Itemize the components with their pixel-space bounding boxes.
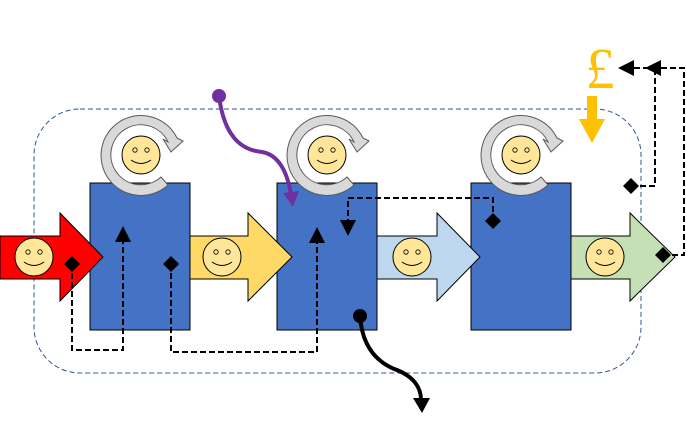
feedback-line-2 (163, 227, 325, 353)
output-flow-curve (358, 315, 423, 401)
smiley-face-icon (501, 135, 541, 175)
feedback-line-1 (64, 226, 131, 351)
currency-symbol: £ (586, 36, 615, 101)
process-block-3 (470, 182, 572, 331)
feedback-line-3 (340, 197, 501, 236)
smiley-face-icon (307, 135, 347, 175)
smiley-face-icon (392, 237, 432, 277)
smiley-face-icon (585, 237, 625, 277)
input-arrowhead (283, 191, 299, 207)
feedback-line-5 (623, 60, 661, 194)
smiley-face-icon (121, 135, 161, 175)
money-down-arrow (579, 96, 605, 143)
smiley-face-icon (14, 237, 54, 277)
input-flow-curve (217, 95, 293, 196)
output-arrowhead (413, 398, 430, 413)
smiley-face-icon (202, 237, 242, 277)
process-block-1 (89, 182, 191, 331)
